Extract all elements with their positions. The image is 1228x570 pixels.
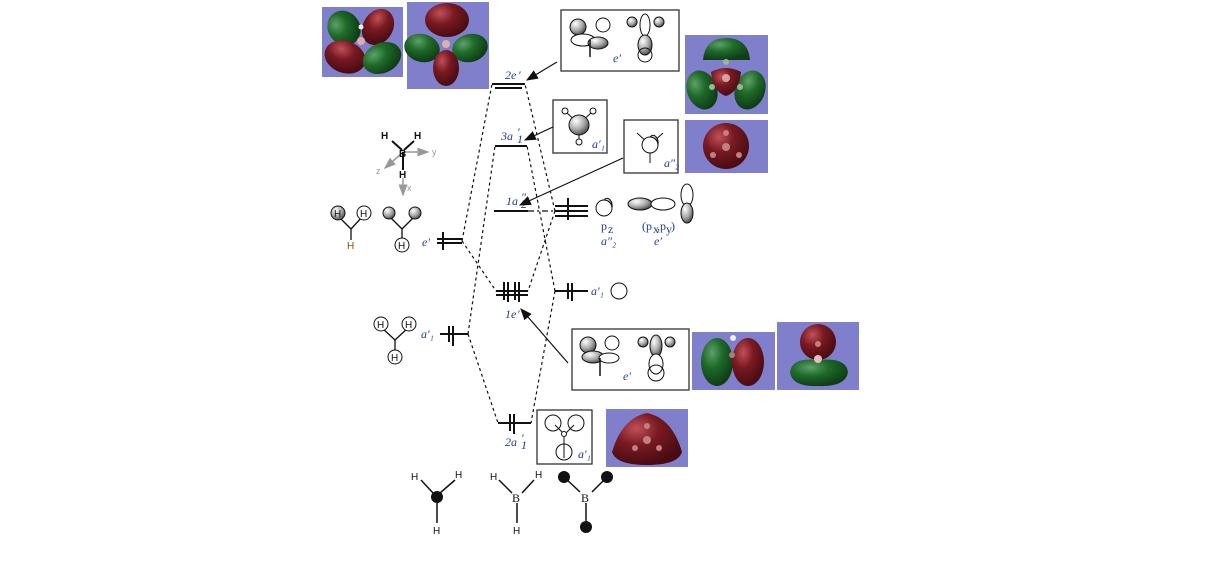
b-atom: B — [512, 491, 520, 505]
h3-salc-a1: H H H — [373, 316, 417, 365]
subscript: 1 — [521, 438, 527, 452]
arrow-to-1e — [520, 308, 569, 364]
subscript: y — [666, 222, 672, 236]
h-atom: H — [398, 241, 405, 252]
axis-h-right: H — [414, 131, 421, 142]
bh3-filled-center: H H H — [411, 470, 462, 537]
px-orbital-icon — [627, 197, 676, 211]
arrow-to-2e — [525, 61, 558, 81]
bh3-labeled: B H H H — [490, 470, 542, 537]
s-orbital-icon — [610, 282, 628, 300]
right-s-level — [555, 283, 588, 301]
box-e-bottom-label: e′ — [623, 369, 631, 383]
arrow-to-3a1 — [523, 126, 554, 141]
subscript: z — [608, 222, 613, 236]
left-e-label: e′ — [422, 235, 430, 249]
label-2e: 2e — [505, 68, 517, 82]
pz-sym-label: a″₂ — [601, 234, 616, 248]
left-a1-label: a′₁ — [421, 327, 434, 341]
h-atom: H — [455, 470, 462, 481]
bh3-filled-h: B — [558, 471, 613, 533]
h-atom: H — [433, 526, 440, 537]
box-a2: a″₂ — [623, 119, 679, 174]
pxpy-sym-label: e′ — [654, 234, 662, 248]
pxpy-label: (p x ,p y ) — [642, 219, 675, 236]
h-atom: H — [391, 353, 398, 364]
mo-render-1a2 — [685, 120, 768, 173]
mo-level-3a1: 3a 1 ′ — [495, 125, 527, 147]
box-a1-bottom: a′₁ — [536, 409, 593, 465]
h-atom: H — [347, 241, 354, 252]
box-a1-top: a′₁ — [552, 99, 608, 154]
label-3a1: 3a — [500, 129, 513, 143]
mo-render-1e-a — [692, 332, 775, 390]
mo-render-2a1 — [606, 409, 688, 467]
correlation-lines — [461, 83, 556, 424]
h3-salc-e-a: H H H — [330, 205, 372, 252]
box-a1-top-label: a′₁ — [592, 137, 605, 151]
h-atom: H — [377, 320, 384, 331]
pxpy-close: ) — [671, 219, 675, 233]
mo-render-2e-c — [685, 35, 768, 114]
label-1a2: 1a — [506, 194, 518, 208]
box-e-bottom: e′ — [571, 328, 690, 391]
mo-level-2e: 2e ′ — [492, 68, 525, 89]
py-orbital-icon — [680, 183, 694, 224]
left-e-level — [437, 232, 462, 250]
label-1e: 1e — [505, 307, 517, 321]
prime-mark: ′ — [517, 125, 520, 139]
box-e-top: e′ — [560, 9, 680, 72]
prime-mark: ′ — [518, 68, 521, 82]
axis-z-label: z — [376, 166, 381, 176]
h-atom: H — [411, 472, 418, 483]
subscript: 1 — [517, 132, 523, 146]
h-atom: H — [334, 209, 341, 220]
prime-mark: ′ — [521, 431, 524, 445]
axis-x-label: x — [407, 183, 412, 193]
pxpy-open: (p — [642, 219, 652, 233]
prime-mark: ′ — [517, 307, 520, 321]
h-atom: H — [535, 470, 542, 481]
arrow-to-1a2 — [518, 157, 624, 206]
axis-b: B — [399, 149, 406, 160]
axis-y-label: y — [432, 147, 437, 157]
subscript: x — [653, 222, 659, 236]
b-atom: B — [581, 491, 589, 505]
axis-h-left: H — [381, 131, 388, 142]
h-atom: H — [360, 209, 367, 220]
pxpy-mid: ,p — [657, 219, 666, 233]
h3-salc-e-b: H — [382, 206, 422, 253]
h-atom: H — [405, 320, 412, 331]
axis-h-bottom: H — [399, 170, 406, 181]
box-a1-bottom-label: a′₁ — [578, 447, 591, 461]
label-2a1: 2a — [505, 435, 517, 449]
pz-label: p — [601, 219, 607, 233]
h-atom: H — [513, 526, 520, 537]
mo-level-1e: 1e ′ — [496, 282, 528, 321]
right-p-level — [555, 198, 588, 220]
pz-orbital-icon — [595, 197, 613, 217]
mo-render-2e-b — [404, 2, 489, 89]
left-a1-level — [440, 326, 468, 346]
mo-render-2e-a — [322, 7, 403, 77]
box-e-top-label: e′ — [613, 51, 621, 65]
mo-render-1e-b — [777, 322, 859, 390]
h-atom: H — [490, 472, 497, 483]
box-a2-label: a″₂ — [664, 156, 679, 170]
coordinate-axes: H H B H y z x — [376, 131, 437, 197]
s-sym-label: a′₁ — [591, 284, 604, 298]
mo-level-2a1: 2a 1 ′ — [498, 414, 531, 452]
